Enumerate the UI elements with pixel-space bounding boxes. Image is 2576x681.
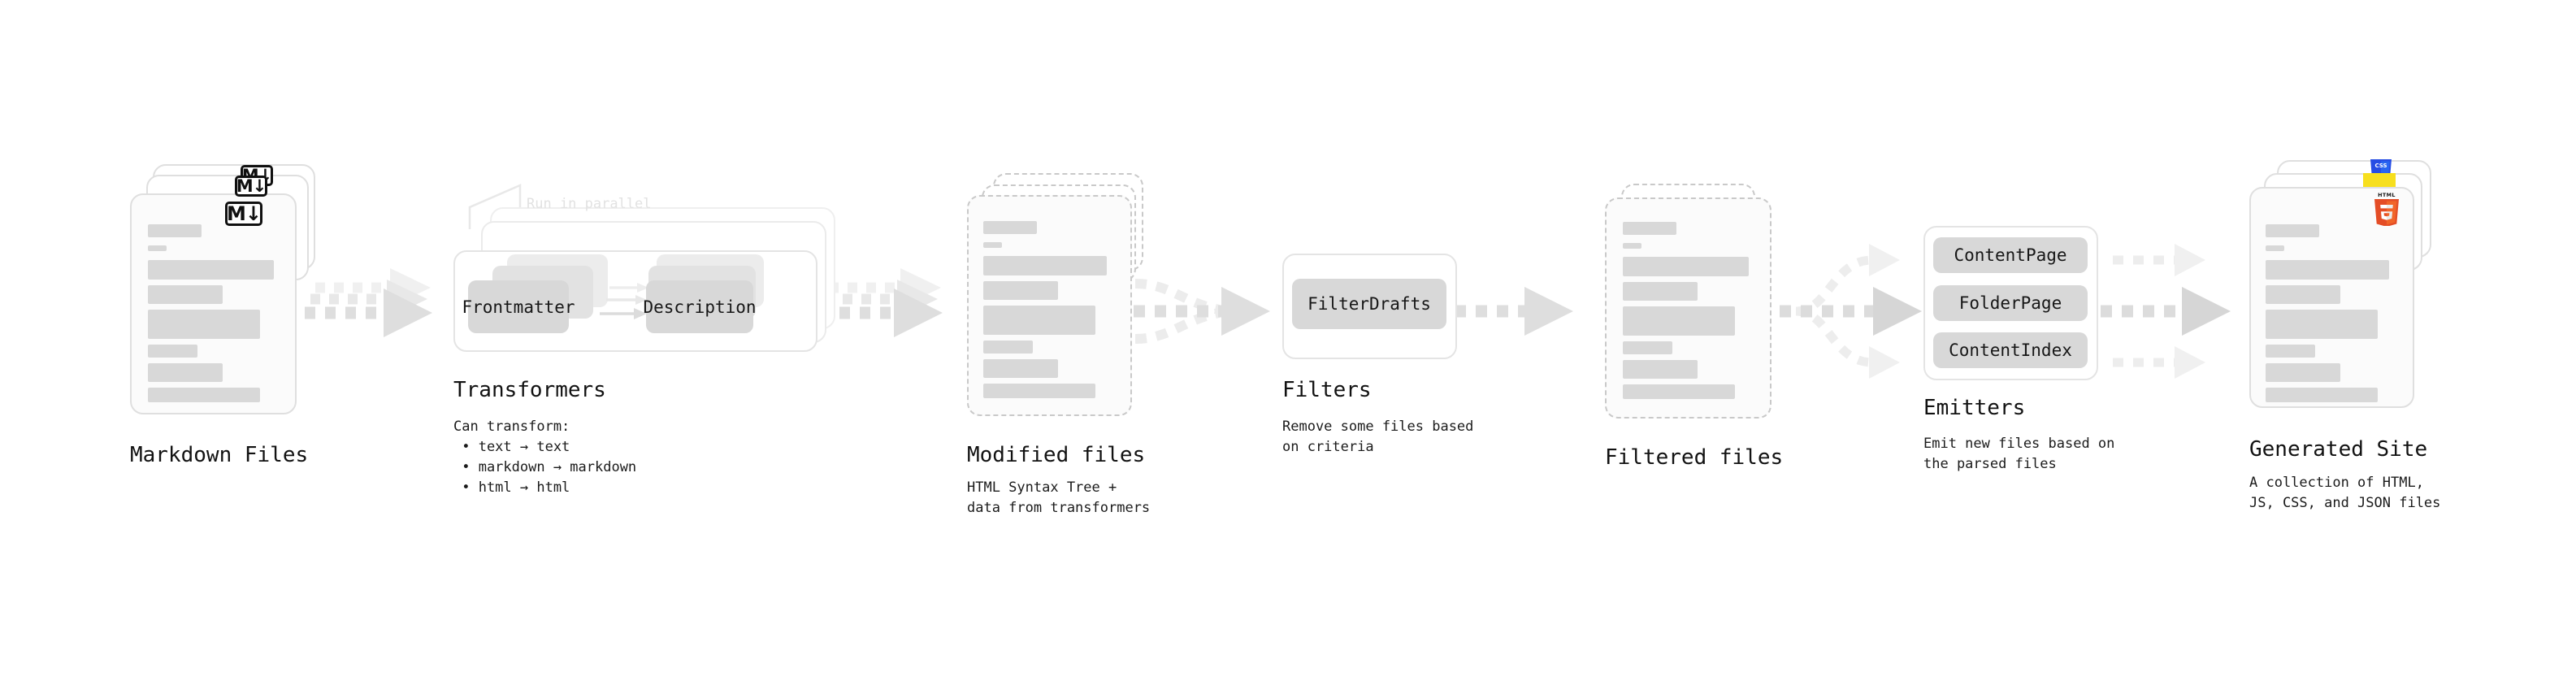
content-bar: [1623, 384, 1735, 399]
stage-title-markdown-files: Markdown Files: [130, 443, 309, 467]
transformer-inner-arrows: [600, 283, 648, 319]
filtered-card-front[interactable]: [1605, 197, 1772, 419]
content-bar: [2266, 363, 2340, 382]
stage-title-emitters: Emitters: [1923, 396, 2026, 420]
stage-desc-filters: Remove some files based on criteria: [1282, 419, 1474, 456]
stage-desc-generated-site: A collection of HTML, JS, CSS, and JSON …: [2249, 475, 2441, 512]
stage-desc-emitters: Emit new files based on the parsed files: [1923, 436, 2115, 473]
content-bar: [2266, 388, 2378, 402]
svg-text:HTML: HTML: [2378, 192, 2396, 198]
stage-title-transformers: Transformers: [453, 378, 606, 402]
content-bar: [983, 359, 1058, 378]
arrow-modified-to-filters: [1134, 279, 1270, 344]
parallel-leader-line: [468, 184, 522, 229]
content-bar: [2266, 224, 2319, 237]
chip-contentpage[interactable]: ContentPage: [1933, 237, 2088, 273]
content-bar: [1623, 257, 1749, 276]
stage-modified-files: Modified files HTML Syntax Tree + data f…: [0, 0, 1178, 681]
stage-title-modified-files: Modified files: [967, 443, 1146, 467]
content-bar: [148, 245, 167, 251]
chip-frontmatter[interactable]: Frontmatter: [462, 280, 575, 333]
markdown-icon: M↓: [225, 202, 262, 226]
content-bar: [983, 221, 1037, 234]
stage-emitters: ContentPage FolderPage ContentIndex Emit…: [1923, 226, 2115, 473]
content-bar: [1623, 282, 1698, 301]
chip-description[interactable]: Description: [643, 280, 757, 333]
content-bar: [1623, 341, 1672, 354]
svg-text:CSS: CSS: [2374, 163, 2387, 169]
content-bar: [2266, 285, 2340, 304]
html5-icon: HTML: [2372, 190, 2401, 227]
content-bar: [148, 388, 260, 402]
content-bar: [148, 260, 274, 280]
stage-transformers: Frontmatter Frontmatter Description Desc…: [0, 0, 853, 681]
content-bar: [983, 384, 1095, 398]
stage-title-filters: Filters: [1282, 378, 1372, 402]
stage-filtered-files: Filtered files: [1605, 184, 1784, 470]
run-in-parallel-note: Run in parallel: [527, 196, 652, 212]
content-bar: [2266, 245, 2284, 251]
filtered-card-body: [1607, 199, 1770, 417]
content-bar: [148, 363, 223, 382]
markdown-icon-back-1: M↓: [235, 176, 267, 197]
stage-title-generated-site: Generated Site: [2249, 437, 2428, 462]
arrow-markdown-to-transformers: [305, 268, 432, 337]
markdown-card-front[interactable]: [130, 193, 297, 414]
stage-markdown-files: M↓ M↓ M↓ Markdown Files: [0, 0, 341, 681]
stage-title-filtered-files: Filtered files: [1605, 445, 1784, 470]
arrow-filters-to-filtered: [1455, 287, 1573, 336]
content-bar: [983, 242, 1002, 248]
arrow-emitters-to-site: [2101, 244, 2231, 379]
content-bar: [983, 306, 1095, 335]
markdown-card-body: [132, 195, 295, 413]
arrow-transformers-to-modified: [819, 268, 943, 337]
content-bar: [983, 256, 1107, 275]
chip-folderpage[interactable]: FolderPage: [1933, 285, 2088, 321]
content-bar: [2266, 345, 2315, 358]
content-bar: [983, 281, 1058, 300]
stage-desc-modified-files: HTML Syntax Tree + data from transformer…: [967, 479, 1151, 517]
content-bar: [1623, 360, 1698, 379]
content-bar: [983, 340, 1033, 354]
content-bar: [148, 285, 223, 304]
content-bar: [1623, 243, 1641, 249]
stage-desc-transformers: Can transform: • text → text • markdown …: [453, 419, 637, 497]
content-bar: [2266, 310, 2378, 339]
js-icon: [2363, 173, 2396, 191]
content-bar: [2266, 260, 2389, 280]
modified-card-front[interactable]: [967, 195, 1132, 416]
content-bar: [1623, 222, 1676, 235]
stage-filters: FilterDrafts Filters Remove some files b…: [1282, 254, 1474, 456]
content-bar: [148, 310, 260, 339]
content-bar: [148, 345, 197, 358]
modified-card-body: [969, 197, 1130, 414]
content-bar: [1623, 306, 1735, 336]
arrow-filtered-to-emitters: [1780, 244, 1922, 379]
content-bar: [148, 224, 202, 237]
chip-contentindex[interactable]: ContentIndex: [1933, 332, 2088, 368]
chip-filterdrafts[interactable]: FilterDrafts: [1292, 279, 1446, 329]
site-card-body: [2251, 189, 2413, 406]
